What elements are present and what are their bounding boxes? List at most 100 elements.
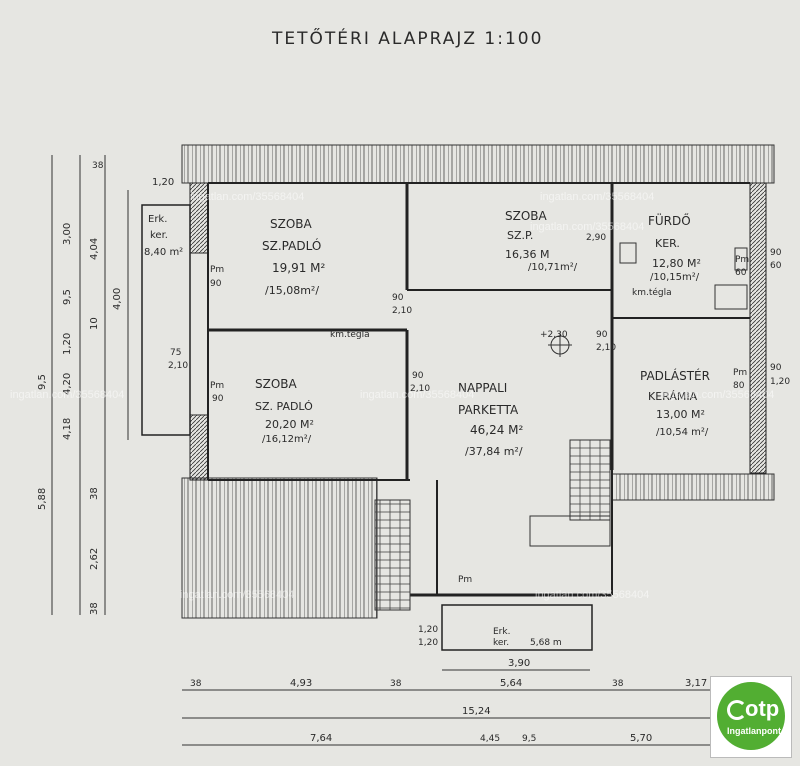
otp-mark-icon [727, 700, 747, 720]
watermark: ingatlan.com/35568404 [360, 389, 474, 401]
window-bottom-b: 1,20 [418, 638, 438, 648]
sink [734, 247, 748, 271]
pm4-value: 60 [735, 268, 747, 278]
dim-left: 38 [92, 161, 104, 171]
otp-logo-sub: Ingatlanpont [727, 726, 781, 736]
door-d-width: 75 [170, 348, 181, 358]
room-szoba1: SZOBA SZ.PADLÓ 19,91 M² /15,08m²/ [262, 217, 326, 297]
watermark: ingatlan.com/35568404 [190, 191, 304, 203]
pm2-label: Pm [210, 381, 224, 391]
room-erkely-bottom: Erk. ker. 5,68 m [493, 627, 562, 648]
window-bottom-a: 1,20 [418, 625, 438, 635]
room-area-net: /10,71m²/ [528, 262, 578, 273]
room-area-net: /10,15m²/ [650, 272, 700, 283]
toilet [619, 242, 637, 264]
room-area: 8,40 m² [144, 247, 183, 258]
dim-left: 4,18 [62, 418, 73, 440]
dim-left: 4,04 [89, 238, 100, 260]
pm2-value: 90 [212, 394, 224, 404]
room-area: 13,00 M² [656, 408, 705, 421]
dim-bottom: 5,64 [500, 678, 522, 689]
room-floor: SZ. PADLÓ [255, 400, 313, 413]
watermark: ingatlan.com/35568404 [660, 389, 774, 401]
room-floor: ker. [150, 230, 168, 241]
room-area: 19,91 M² [272, 261, 326, 275]
dim-bottom: 15,24 [462, 706, 491, 717]
dim-left: 3,00 [62, 223, 73, 245]
roof-bottom-right-hatch [611, 473, 775, 501]
room-nappali: NAPPALI PARKETTA 46,24 M² /37,84 m²/ [458, 381, 524, 458]
wall-right [749, 182, 767, 474]
watermark: ingatlan.com/35568404 [10, 389, 124, 401]
dim-left: 9,5 [37, 374, 48, 390]
dim-left: 5,88 [37, 488, 48, 510]
dim-bottom: 3,17 [685, 678, 707, 689]
dim-left: 2,62 [89, 548, 100, 570]
room-area-net: /16,12m²/ [262, 434, 312, 445]
room-area-net: /37,84 m²/ [465, 445, 523, 458]
pm5-label: Pm [458, 575, 472, 585]
otp-logo: otp Ingatlanpont [710, 676, 792, 758]
dim-left: 38 [89, 487, 100, 500]
staircase [569, 439, 611, 521]
room-floor: PARKETTA [458, 403, 519, 417]
roof-bottom-hatch [181, 477, 378, 619]
room-area-net: /10,54 m²/ [656, 427, 709, 438]
window-right-d: 1,20 [770, 377, 790, 387]
watermark: ingatlan.com/35568404 [540, 191, 654, 203]
door-a-width: 90 [392, 293, 404, 303]
watermark: ingatlan.com/35568404 [530, 221, 644, 233]
door-c-width: 90 [596, 330, 608, 340]
door-b-height: 2,10 [410, 384, 430, 394]
window-right-c: 90 [770, 363, 782, 373]
room-floor: SZ.PADLÓ [262, 238, 321, 253]
room-erkely-left: Erk. ker. 8,40 m² [144, 214, 183, 258]
wall-left-lower [189, 414, 209, 481]
dim-bottom: 3,90 [508, 658, 530, 669]
room-area: 20,20 M² [265, 418, 314, 431]
dim-bottom: 4,45 [480, 734, 500, 744]
room-szoba2: SZOBA SZ.P. 16,36 M /10,71m²/ [505, 209, 578, 273]
otp-logo-circle: otp Ingatlanpont [717, 682, 785, 750]
room-name: FÜRDŐ [648, 212, 691, 228]
pm3-value: 80 [733, 381, 745, 391]
door-c-height: 2,10 [596, 343, 616, 353]
room-name: NAPPALI [458, 381, 507, 395]
dim-bottom: 38 [190, 679, 202, 689]
dim-left: 38 [89, 602, 100, 615]
room-szoba3: SZOBA SZ. PADLÓ 20,20 M² /16,12m²/ [255, 377, 314, 445]
room-note: km.tégla [632, 287, 672, 298]
room-floor: KERÁMIA [648, 390, 698, 403]
pm1-value: 90 [210, 279, 222, 289]
dim-left: 1,20 [152, 177, 174, 188]
dim-bottom: 9,5 [522, 734, 536, 744]
otp-logo-word: otp [745, 696, 780, 721]
room-area: 16,36 M [505, 248, 549, 261]
room-area: 46,24 M² [470, 423, 524, 437]
door-a-height: 2,10 [392, 306, 412, 316]
pm4-label: Pm [735, 255, 749, 265]
watermark: ingatlan.com/35568404 [535, 589, 649, 601]
dim-left: 1,20 [62, 333, 73, 355]
room-name: PADLÁSTÉR [640, 368, 710, 383]
door-d-height: 2,10 [168, 361, 188, 371]
dim-left: 4,00 [112, 288, 123, 310]
room-name: Erk. [148, 214, 167, 225]
room-floor: SZ.P. [507, 229, 533, 242]
room-name: SZOBA [255, 377, 298, 391]
room-area: 12,80 M² [652, 257, 701, 270]
dim-left: 9,5 [62, 289, 73, 305]
window-right-a: 90 [770, 248, 782, 258]
window-right-b: 60 [770, 261, 782, 271]
dim-left: 4,20 [62, 373, 73, 395]
kmtegla-label: km.tégla [330, 329, 370, 340]
ceiling-level: +2,30 [540, 330, 568, 340]
dim-left: 10 [89, 317, 100, 330]
room-area-net: /15,08m²/ [265, 284, 319, 297]
room-furdo: FÜRDŐ KER. 12,80 M² /10,15m²/ km.tégla [632, 212, 701, 298]
stair-landing [529, 515, 611, 547]
dim-bottom: 38 [390, 679, 402, 689]
balcony-left [141, 204, 191, 436]
